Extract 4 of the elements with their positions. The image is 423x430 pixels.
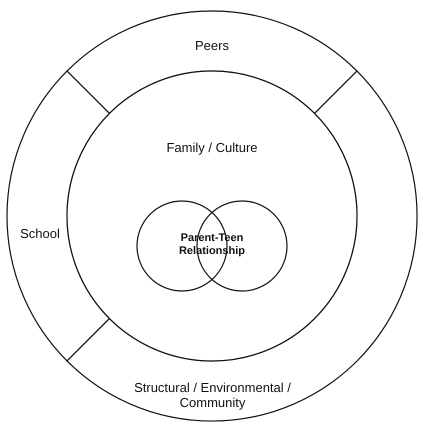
- region-label: Family / Culture: [165, 140, 259, 155]
- region-label: School: [19, 226, 61, 241]
- region-label: Peers: [194, 38, 230, 53]
- region-label: Structural / Environmental / Community: [133, 380, 292, 410]
